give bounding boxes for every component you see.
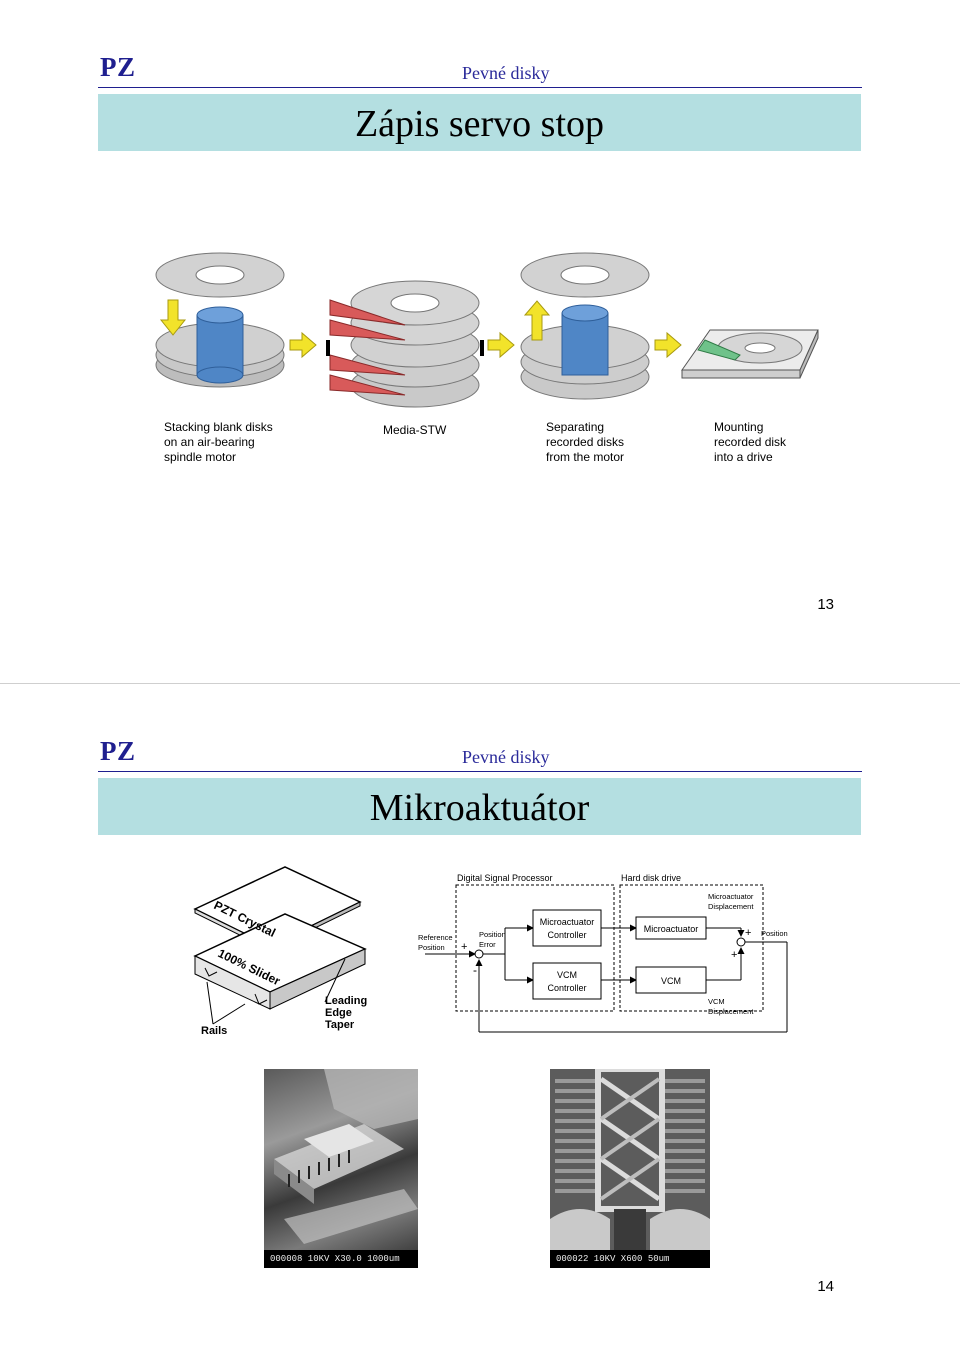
title-band <box>98 778 861 835</box>
dsp-label: Digital Signal Processor <box>457 873 553 883</box>
dsp-boundary <box>455 884 615 1012</box>
slide-title: Zápis servo stop <box>354 103 605 145</box>
position-error-label-1: Position <box>479 930 506 939</box>
vcm-controller-label-1: VCM <box>557 970 577 980</box>
reference-position-label: Position <box>418 943 445 952</box>
minus-sign: - <box>473 963 477 977</box>
caption-media-stw: Media-STW <box>383 423 447 437</box>
mc-label-1: Microactuator <box>540 917 595 927</box>
sem-image-microactuator: 000022 10KV X600 50um <box>550 1069 710 1268</box>
position-output-label: Position <box>761 929 788 938</box>
header-rule <box>98 87 862 88</box>
plus-sign-3: + <box>731 949 737 961</box>
slide-subject: Pevné disky <box>462 747 550 767</box>
position-error-label-2: Error <box>479 940 496 949</box>
servo-write-process-illustration <box>155 252 819 408</box>
media-stw-disks <box>326 280 484 408</box>
slide-separator <box>0 683 960 684</box>
ma-displacement-label-1: Microactuator <box>708 892 754 901</box>
plus-sign-2: + <box>745 927 751 939</box>
edge-label: Edge <box>325 1007 352 1019</box>
rails-label: Rails <box>201 1025 227 1037</box>
page-number: 14 <box>817 1278 834 1295</box>
pzt-slider-illustration: PZT Crystal 100% Slider Leading Edge Tap… <box>193 866 367 1037</box>
caption-separating: Separating recorded disks from the motor <box>546 420 625 464</box>
slide-14: PZ Pevné disky Mikroaktuátor PZT Crystal… <box>0 684 960 1367</box>
microactuator-label: Microactuator <box>644 924 699 934</box>
hdd-label: Hard disk drive <box>621 873 681 883</box>
vcm-label: VCM <box>661 976 681 986</box>
slide-title: Mikroaktuátor <box>369 787 590 829</box>
vcm-displacement-label-2: Displacement <box>708 1007 754 1016</box>
vcm-controller-block <box>532 962 602 1000</box>
taper-label: Taper <box>325 1019 355 1031</box>
caption-mounting: Mounting recorded disk into a drive <box>714 420 787 464</box>
control-block-diagram: Digital Signal Processor Hard disk drive… <box>418 873 788 1033</box>
microactuator-controller-block <box>532 909 602 947</box>
separating-disks <box>520 252 650 400</box>
summing-junction-2 <box>736 937 746 947</box>
caption-stacking: Stacking blank disks on an air-bearing s… <box>164 420 273 464</box>
vcm-controller-label-2: Controller <box>547 983 586 993</box>
mc-label-2: Controller <box>547 930 586 940</box>
ma-displacement-label-2: Displacement <box>708 902 754 911</box>
drive-with-disk <box>681 329 819 379</box>
sem-slider-illustration <box>274 1069 418 1244</box>
slide-subject: Pevné disky <box>462 63 550 83</box>
reference-label: Reference <box>418 933 453 942</box>
servo-write-figure: Stacking blank disks on an air-bearing s… <box>150 245 830 470</box>
sem-caption-left: 000008 10KV X30.0 1000um <box>264 1250 418 1268</box>
plus-sign-1: + <box>461 941 467 953</box>
slide-13: PZ Pevné disky Zápis servo stop <box>0 0 960 683</box>
sem-image-slider-assembly: 000008 10KV X30.0 1000um <box>264 1069 418 1268</box>
stacked-blank-disks <box>155 252 285 388</box>
page-number: 13 <box>817 596 834 613</box>
pz-logo: PZ <box>100 52 136 82</box>
sem-caption-right: 000022 10KV X600 50um <box>550 1250 710 1268</box>
vcm-displacement-label-1: VCM <box>708 997 725 1006</box>
leading-label: Leading <box>325 995 367 1007</box>
pz-logo: PZ <box>100 736 136 766</box>
header-rule <box>98 771 862 772</box>
hdd-boundary <box>619 884 764 1012</box>
summing-junction-1 <box>474 949 484 959</box>
title-band <box>98 94 861 151</box>
sem-microactuator-illustration <box>550 1069 710 1250</box>
